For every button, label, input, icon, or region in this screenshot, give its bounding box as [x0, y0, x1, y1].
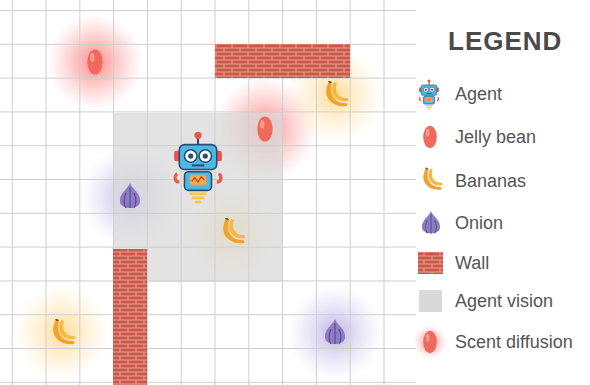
agent-robot	[174, 132, 222, 204]
jelly-bean-icon	[423, 126, 437, 148]
legend-label: Onion	[455, 213, 503, 234]
wall	[113, 249, 147, 385]
agent-icon	[419, 80, 439, 110]
scent-icon	[413, 325, 447, 359]
legend-label: Bananas	[455, 171, 526, 192]
banana-icon	[423, 168, 442, 190]
onion-icon	[422, 211, 440, 234]
grid-lines	[0, 0, 416, 385]
scent-glows	[14, 14, 383, 381]
items	[53, 49, 348, 344]
legend-swatch	[419, 290, 442, 312]
legend-title: LEGEND	[448, 26, 562, 57]
legend-label: Jelly bean	[455, 127, 536, 148]
legend-label: Agent vision	[455, 291, 553, 312]
wall-icon	[418, 252, 443, 274]
legend-label: Wall	[455, 253, 489, 274]
legend-label: Scent diffusion	[455, 332, 573, 353]
wall	[215, 44, 350, 78]
legend-label: Agent	[455, 84, 502, 105]
